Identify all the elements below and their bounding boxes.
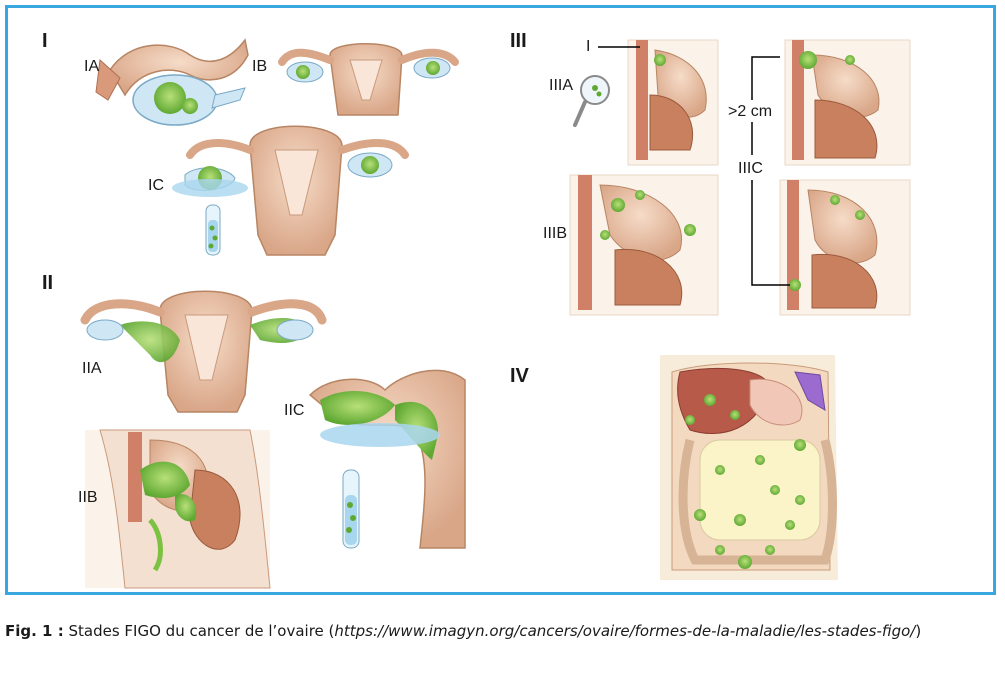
section-label-iii: III [510, 30, 527, 52]
substage-label-iiic: IIIC [738, 160, 763, 177]
substage-label-iia: IIA [82, 360, 102, 377]
iiia-illustration [573, 39, 719, 166]
figure-caption: Fig. 1 : Stades FIGO du cancer de l’ovai… [5, 620, 995, 642]
ib-illustration [278, 43, 459, 116]
substage-label-iic: IIC [284, 402, 305, 419]
annotation-size: >2 cm [728, 103, 773, 120]
caption-close: ) [915, 622, 922, 640]
substage-label-ib: IB [252, 58, 268, 75]
caption-label: Fig. 1 : [5, 622, 64, 640]
caption-text: Stades FIGO du cancer de l’ovaire ( [68, 622, 335, 640]
iiic-illustration [751, 39, 911, 316]
ia-illustration [95, 38, 249, 126]
ic-illustration [172, 125, 409, 256]
substage-label-ic: IC [148, 177, 164, 194]
iic-illustration [308, 369, 466, 549]
iib-illustration [85, 429, 271, 589]
substage-label-iiia: IIIA [549, 77, 574, 94]
substage-label-ia: IA [84, 58, 100, 75]
section-label-i: I [42, 30, 48, 52]
section-label-ii: II [42, 272, 54, 294]
iia-illustration [80, 290, 327, 413]
annotation-marker-i: I [586, 38, 591, 55]
section-label-iv: IV [510, 365, 529, 387]
iv-illustration [660, 355, 838, 580]
iiib-illustration [569, 174, 719, 316]
figo-illustration [80, 38, 911, 589]
substage-label-iiib: IIIB [543, 225, 568, 242]
caption-url[interactable]: https://www.imagyn.org/cancers/ovaire/fo… [334, 622, 916, 640]
substage-label-iib: IIB [78, 489, 98, 506]
